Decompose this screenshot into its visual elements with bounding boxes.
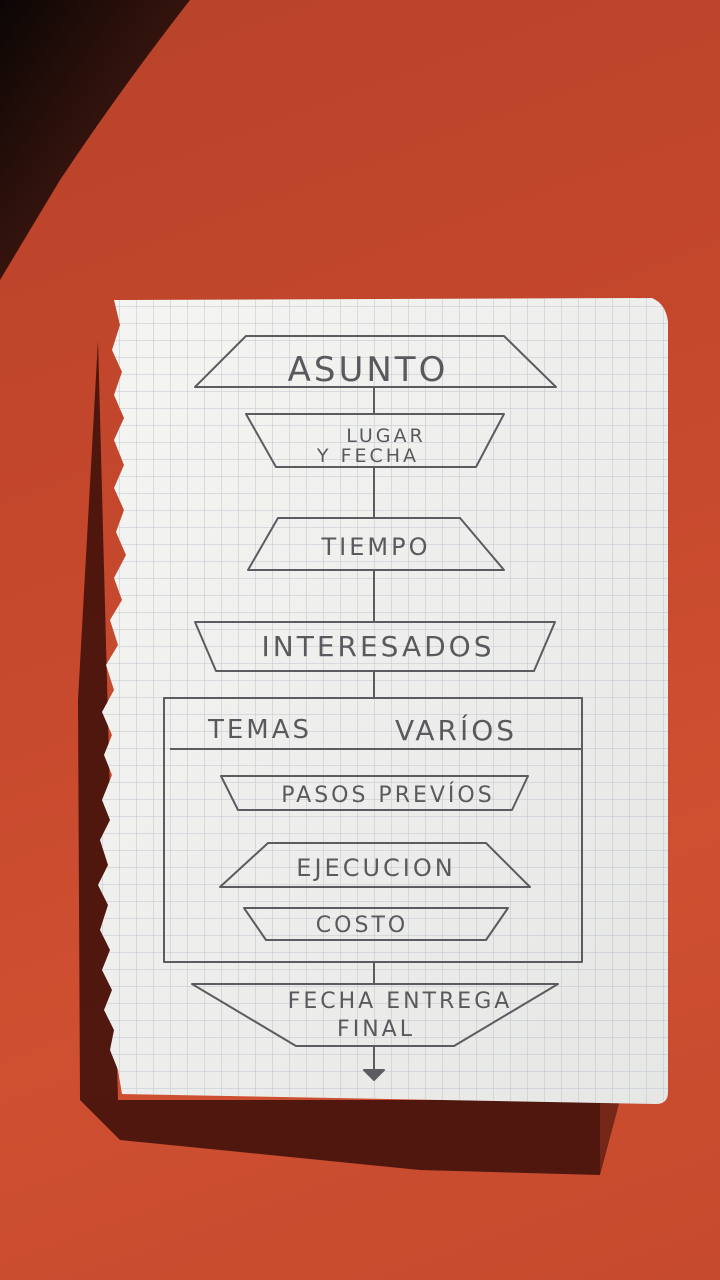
fecha-shape: [191, 983, 559, 1047]
fecha-entrega-label-line1: FECHA ENTREGA: [288, 989, 513, 1014]
interesados-label: INTERESADOS: [262, 630, 495, 663]
lugar-label-line1: LUGAR: [346, 425, 425, 447]
lugar-shape: [245, 413, 505, 468]
temas-label: TEMAS: [207, 715, 312, 745]
temas-container: [163, 697, 583, 963]
lugar-label-line2: Y FECHA: [316, 445, 419, 467]
tiempo-label: TIEMPO: [321, 533, 431, 561]
asunto-shape: [194, 335, 557, 388]
pasos-shape: [220, 775, 529, 811]
costo-label: COSTO: [316, 913, 408, 938]
costo-shape: [243, 907, 509, 941]
varios-label: VARÍOS: [395, 713, 517, 747]
pasos-previos-label: PASOS PREVÍOS: [281, 782, 494, 808]
tiempo-shape: [247, 517, 505, 571]
fecha-entrega-label-line2: FINAL: [337, 1017, 415, 1042]
interesados-shape: [194, 621, 556, 672]
ejecucion-shape: [219, 842, 531, 888]
asunto-label: ASUNTO: [288, 350, 449, 390]
ejecucion-label: EJECUCION: [296, 854, 455, 882]
